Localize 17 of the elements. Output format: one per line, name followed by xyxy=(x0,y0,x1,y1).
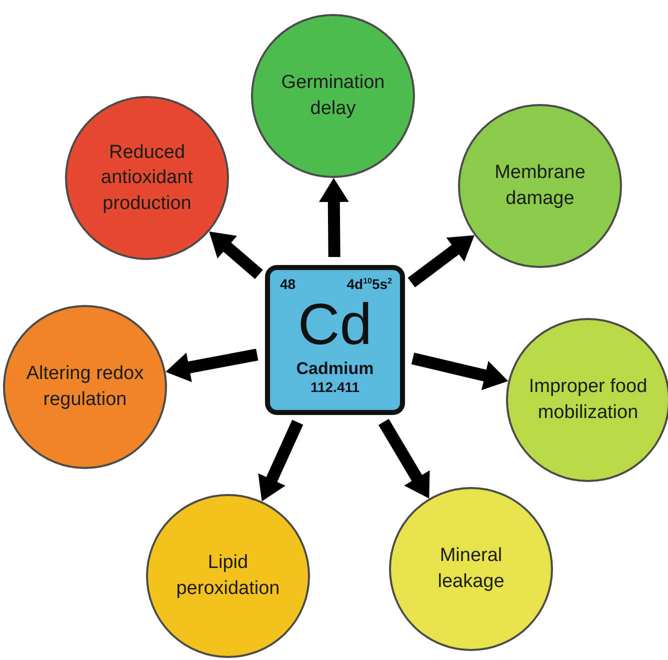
arrow xyxy=(318,178,349,258)
effect-label: Lipid peroxidation xyxy=(175,551,281,601)
effect-label: Improper food mobilization xyxy=(528,375,648,425)
element-symbol: Cd xyxy=(296,296,374,354)
arrow xyxy=(256,420,304,504)
effect-label: Membrane damage xyxy=(494,161,586,211)
effect-label: Reduced antioxidant production xyxy=(100,140,194,216)
atomic-mass: 112.411 xyxy=(309,380,361,394)
effect-label: Altering redox regulation xyxy=(25,362,145,412)
effect-label: Mineral leakage xyxy=(436,544,506,594)
electron-configuration: 4d$^{10}$5s$^{2}$ xyxy=(346,276,392,292)
arrow xyxy=(164,348,258,382)
atomic-number: 48 xyxy=(280,276,296,292)
effect-label: Germination delay xyxy=(280,71,386,121)
arrow xyxy=(411,352,510,390)
element-tile xyxy=(265,265,405,415)
element-name: Cadmium xyxy=(295,360,375,377)
